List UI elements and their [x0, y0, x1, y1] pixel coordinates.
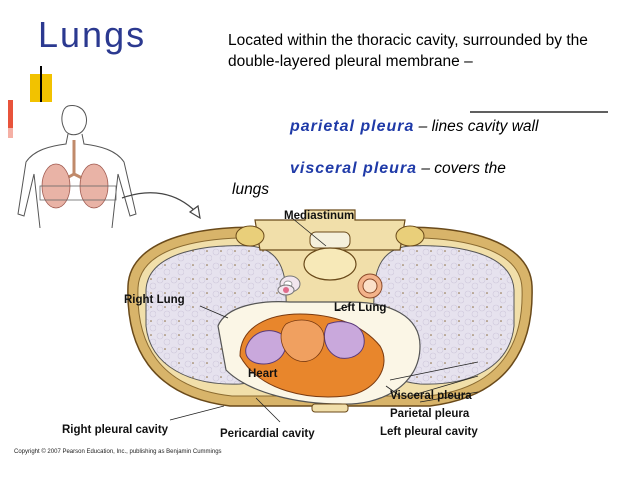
- label-mediastinum: Mediastinum: [284, 210, 355, 222]
- accent-bar-black: [40, 66, 42, 102]
- label-right-pleural-cavity: Right pleural cavity: [62, 424, 169, 436]
- label-right-lung: Right Lung: [124, 294, 185, 306]
- label-left-lung: Left Lung: [334, 302, 387, 314]
- arrow-icon: [121, 192, 201, 220]
- label-visceral-pleura: Visceral pleura: [390, 390, 472, 402]
- term-parietal-desc: – lines cavity wall: [414, 118, 539, 135]
- term-visceral-pleura: visceral pleura: [290, 160, 418, 177]
- description-text: Located within the thoracic cavity, surr…: [228, 32, 588, 70]
- accent-bar-red: [8, 100, 13, 132]
- label-parietal-pleura: Parietal pleura: [390, 408, 470, 420]
- slide-title: Lungs: [38, 14, 147, 55]
- term-visceral-desc: – covers the: [417, 160, 506, 177]
- term-row-visceral: visceral pleura – covers the: [290, 160, 506, 178]
- label-heart: Heart: [248, 368, 278, 380]
- label-left-pleural-cavity: Left pleural cavity: [380, 426, 478, 438]
- label-pericardial-cavity: Pericardial cavity: [220, 428, 315, 440]
- term-parietal-pleura: parietal pleura: [290, 118, 415, 135]
- copyright-notice: Copyright © 2007 Pearson Education, Inc.…: [14, 449, 222, 455]
- underline-stroke: [470, 111, 608, 113]
- accent-bar-pink: [8, 128, 13, 138]
- term-row-parietal: parietal pleura – lines cavity wall: [290, 118, 538, 136]
- term-continuation: lungs: [232, 181, 270, 198]
- thorax-cross-section: [127, 209, 533, 423]
- torso-sketch: [17, 105, 137, 229]
